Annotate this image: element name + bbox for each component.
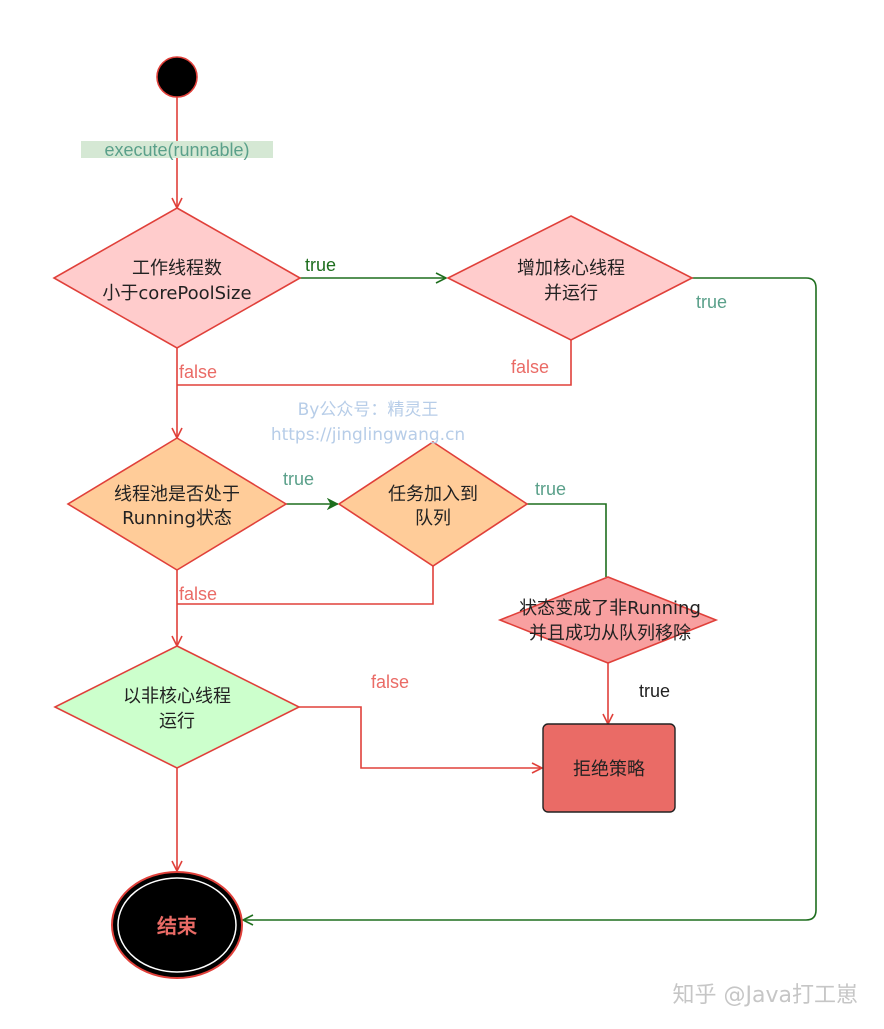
edge-label-core-false: false (179, 362, 217, 382)
end-node-ring (117, 877, 237, 973)
non-core-label-line1: 以非核心线程 (123, 686, 231, 707)
core-check-label-line2: 小于corePoolSize (102, 283, 251, 304)
edge-add-core-false (177, 340, 572, 386)
watermark-url: https://jinglingwang.cn (271, 425, 465, 445)
end-label: 结束 (157, 914, 198, 938)
enqueue-label-line1: 任务加入到 (388, 484, 478, 505)
core-check-diamond (52, 207, 302, 349)
enqueue-diamond (337, 441, 529, 567)
start-label: execute(runnable) (104, 140, 249, 160)
edge-label-enqueue-true: true (535, 479, 566, 499)
edge-enqueue-true (527, 503, 607, 577)
recheck-label-line2: 并且成功从队列移除 (529, 623, 691, 644)
reject-label: 拒绝策略 (573, 759, 645, 780)
edge-enqueue-merge (177, 566, 434, 605)
edge-label-add-core-false: false (511, 357, 549, 377)
pool-running-diamond (66, 437, 288, 571)
start-node (156, 56, 198, 98)
enqueue-label-line2: 队列 (415, 508, 451, 529)
watermark-footer: 知乎 @Java打工崽 (673, 983, 858, 1008)
edge-label-non-core-false: false (371, 672, 409, 692)
edge-label-recheck-true: true (639, 681, 670, 701)
start-label-background (81, 141, 273, 158)
edge-label-pool-true: true (283, 469, 314, 489)
add-core-label-line1: 增加核心线程 (517, 258, 625, 279)
edge-label-pool-false: false (179, 584, 217, 604)
watermark-author: By公众号：精灵王 (298, 400, 439, 420)
add-core-label-line2: 并运行 (544, 283, 598, 304)
edge-non-core-false (299, 706, 542, 768)
core-check-label-line1: 工作线程数 (132, 258, 222, 279)
recheck-label-line1: 状态变成了非Running (519, 598, 701, 619)
end-node-outer (111, 871, 243, 979)
pool-running-label-line2: Running状态 (122, 508, 232, 529)
non-core-diamond (53, 645, 301, 769)
non-core-label-line2: 运行 (159, 711, 195, 732)
edge-label-core-true: true (305, 255, 336, 275)
pool-running-label-line1: 线程池是否处于 (114, 484, 240, 505)
reject-box (542, 723, 676, 813)
edge-label-add-core-true: true (696, 292, 727, 312)
edge-add-core-true (243, 277, 817, 920)
add-core-diamond (446, 215, 694, 341)
recheck-diamond (497, 576, 719, 664)
